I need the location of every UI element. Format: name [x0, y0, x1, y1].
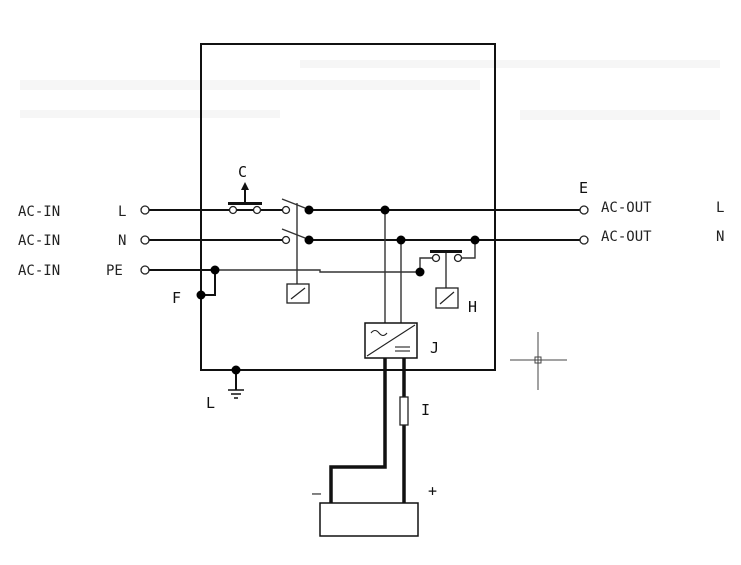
relay-coil — [286, 283, 310, 304]
switch-h — [419, 240, 476, 309]
label-i: I — [421, 401, 430, 419]
input-n-prefix: AC-IN — [18, 233, 60, 249]
converter-j — [364, 322, 418, 359]
wire-pe-bus — [215, 269, 420, 273]
battery-minus-label: – — [312, 484, 322, 502]
battery — [319, 502, 419, 537]
relay-contact-n — [281, 228, 306, 245]
label-e: E — [579, 179, 588, 197]
junction-nodes — [196, 205, 480, 375]
output-n-terminal — [579, 235, 589, 245]
background-smudges — [20, 60, 720, 120]
input-l-line: L — [118, 204, 126, 220]
breaker-c — [228, 182, 262, 215]
label-f: F — [172, 289, 181, 307]
input-pe-terminal — [140, 265, 150, 275]
input-l-terminal — [140, 205, 150, 215]
relay-contact-l — [281, 198, 306, 215]
label-j: J — [430, 339, 439, 357]
fuse-i — [399, 396, 409, 426]
label-h: H — [468, 298, 477, 316]
output-n-prefix: AC-OUT — [601, 229, 652, 245]
wire-battery-negative — [329, 358, 387, 503]
input-pe-prefix: AC-IN — [18, 263, 60, 279]
input-n-line: N — [118, 233, 126, 249]
output-l-line: L — [716, 200, 724, 216]
wire-pe-drop — [201, 270, 216, 296]
battery-plus-label: + — [428, 482, 437, 500]
output-n-line: N — [716, 229, 724, 245]
enclosure-box — [200, 43, 496, 371]
input-n-terminal — [140, 235, 150, 245]
input-pe-line: PE — [106, 263, 123, 279]
output-l-prefix: AC-OUT — [601, 200, 652, 216]
output-l-terminal — [579, 205, 589, 215]
crosshair-mark — [510, 332, 567, 390]
input-l-prefix: AC-IN — [18, 204, 60, 220]
label-c: C — [238, 163, 247, 181]
label-l: L — [206, 394, 215, 412]
